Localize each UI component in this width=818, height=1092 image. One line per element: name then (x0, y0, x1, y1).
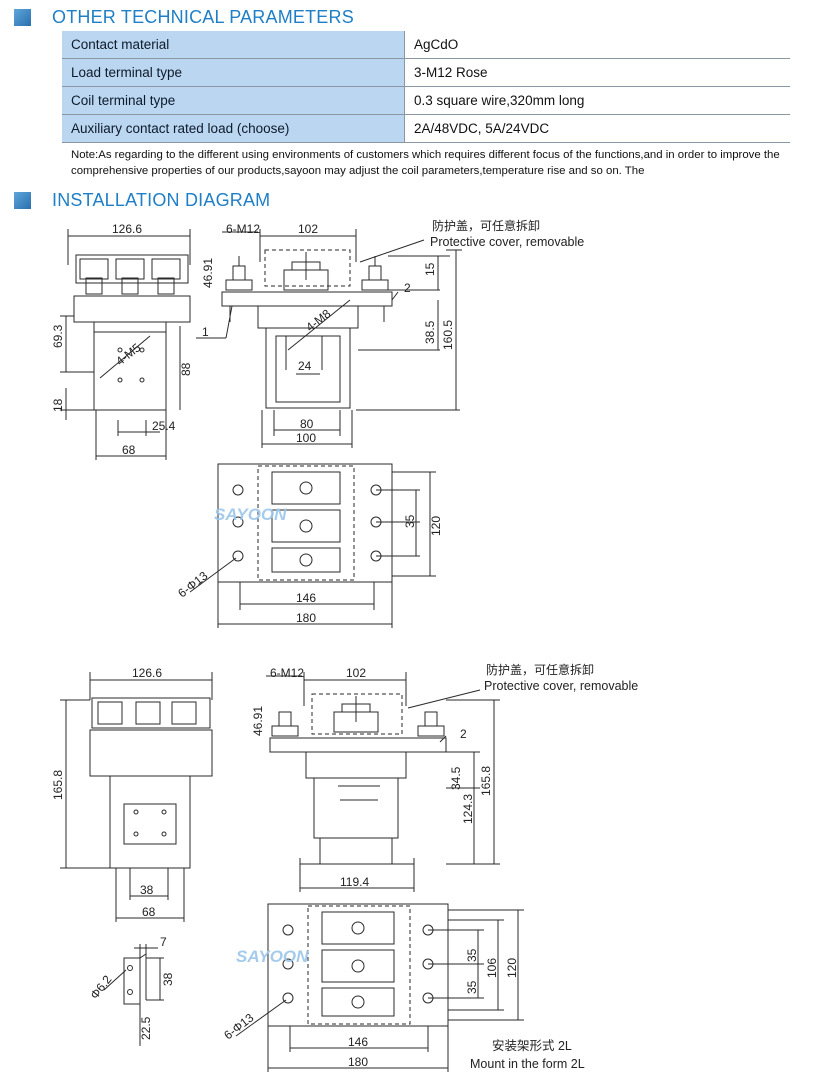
dim-label: 34.5 (449, 766, 463, 790)
param-label: Contact material (62, 31, 405, 59)
sayoon-watermark: SAYOON (236, 947, 309, 966)
dim-label: 68 (142, 905, 156, 919)
dim-label: 4-M5 (113, 340, 143, 368)
dim-label: 100 (296, 431, 316, 445)
sayoon-watermark: SAYOON (214, 505, 287, 524)
dim-label: 68 (122, 443, 136, 457)
params-table: Contact material AgCdO Load terminal typ… (62, 31, 790, 143)
callout-number: 2 (404, 281, 411, 295)
install-section-header: INSTALLATION DIAGRAM (14, 189, 270, 211)
dim-label: 15 (423, 262, 437, 276)
dim-label: 146 (348, 1035, 368, 1049)
param-value: 0.3 square wire,320mm long (404, 86, 790, 115)
dim-label: 6-M12 (270, 666, 304, 680)
dim-label: 80 (300, 417, 314, 431)
param-label: Auxiliary contact rated load (choose) (62, 114, 405, 143)
diagram2-bracket-detail (103, 944, 164, 1046)
diagram2-bottom-view (235, 903, 524, 1072)
dim-label: 18 (51, 398, 65, 412)
dim-label: 119.4 (340, 875, 369, 889)
dim-label: 38 (140, 883, 154, 897)
param-label: Coil terminal type (62, 86, 405, 115)
dim-label: 165.8 (51, 770, 65, 800)
dim-label: 35 (465, 980, 479, 994)
table-row: Load terminal type 3-M12 Rose (62, 58, 790, 87)
note-text: Note:As regarding to the different using… (71, 149, 780, 177)
param-value: 3-M12 Rose (404, 58, 790, 87)
dim-label: 25.4 (152, 419, 176, 433)
dim-label: 46.91 (251, 706, 265, 736)
dim-label: 88 (179, 362, 193, 376)
dim-label: 69.3 (51, 324, 65, 348)
params-section-title: OTHER TECHNICAL PARAMETERS (52, 6, 354, 27)
dim-label: 106 (485, 958, 499, 978)
diagram1-front-view (196, 229, 462, 448)
callout-number: 1 (202, 325, 209, 339)
mount-note-en: Mount in the form 2L (470, 1057, 585, 1071)
dim-label: 35 (465, 948, 479, 962)
dim-label: 180 (296, 611, 316, 625)
cover-note-cn: 防护盖，可任意拆卸 (486, 662, 594, 677)
dim-label: 126.6 (132, 666, 162, 680)
table-row: Coil terminal type 0.3 square wire,320mm… (62, 86, 790, 115)
dim-label: 102 (346, 666, 366, 680)
section-bullet-icon (14, 8, 31, 26)
param-value: AgCdO (404, 31, 790, 59)
dim-label: 35 (403, 514, 417, 528)
table-row: Contact material AgCdO (62, 31, 790, 59)
dim-label: 46.91 (201, 258, 215, 288)
dim-label: 24 (298, 359, 312, 373)
dim-label: 165.8 (479, 766, 493, 796)
dim-label: 146 (296, 591, 316, 605)
dim-label: 6-Φ13 (221, 1010, 256, 1042)
cover-note-en: Protective cover, removable (484, 679, 638, 693)
param-value: 2A/48VDC, 5A/24VDC (404, 114, 790, 143)
diagram2-front-view (266, 672, 500, 892)
cover-note-cn: 防护盖，可任意拆卸 (432, 218, 540, 233)
section-bullet-icon (14, 191, 31, 209)
dim-label: 180 (348, 1055, 368, 1069)
dim-label: 38 (161, 972, 175, 986)
dim-label: 7 (160, 935, 167, 949)
dim-label: 22.5 (139, 1016, 153, 1040)
dim-label: 160.5 (441, 320, 455, 350)
dim-label: 6-Φ13 (175, 568, 210, 600)
diagram2-side-view (60, 672, 213, 922)
install-section-title: INSTALLATION DIAGRAM (52, 189, 271, 210)
dim-label: 6-M12 (226, 222, 260, 236)
params-section-header: OTHER TECHNICAL PARAMETERS (14, 6, 354, 28)
param-label: Load terminal type (62, 58, 405, 87)
dim-label: Φ6.2 (87, 972, 114, 1002)
diagram1-side-view (60, 229, 191, 460)
dim-label: 4-M8 (303, 306, 333, 334)
diagram1-bottom-view (189, 463, 436, 628)
dim-label: 120 (429, 516, 443, 536)
dim-label: 38.5 (423, 320, 437, 344)
dim-label: 126.6 (112, 222, 142, 236)
cover-note-en: Protective cover, removable (430, 235, 584, 249)
callout-number: 2 (460, 727, 467, 741)
dim-label: 102 (298, 222, 318, 236)
dim-label: 124.3 (461, 794, 475, 824)
mount-note-cn: 安装架形式 2L (492, 1038, 572, 1053)
dim-label: 120 (505, 958, 519, 978)
table-row: Auxiliary contact rated load (choose) 2A… (62, 114, 790, 143)
